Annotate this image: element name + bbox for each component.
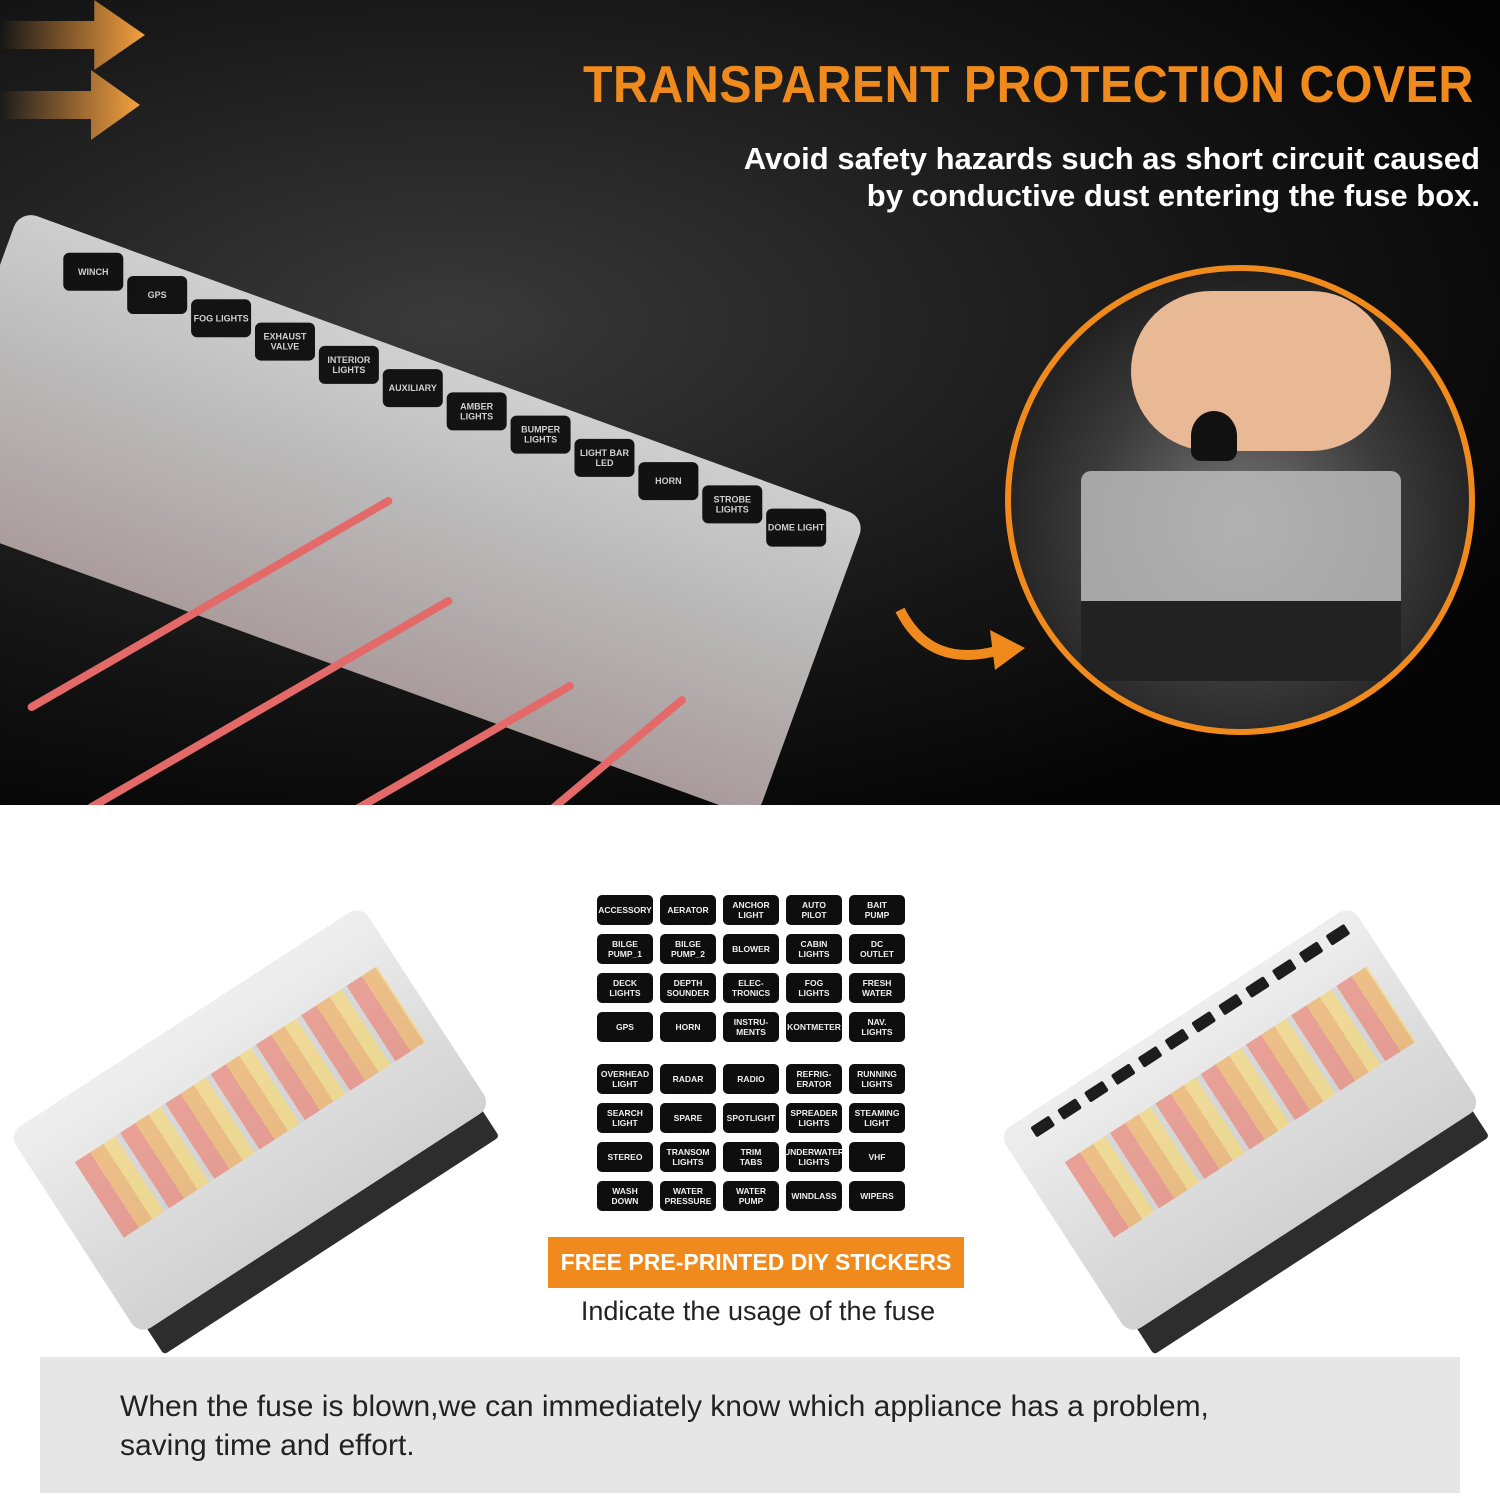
fuse-box-with-labels xyxy=(998,904,1482,1336)
sticker: RADIO xyxy=(723,1064,779,1094)
sticker: DEPTH SOUNDER xyxy=(660,973,716,1003)
curved-arrow-icon xyxy=(895,607,1025,670)
sticker: RUNNING LIGHTS xyxy=(849,1064,905,1094)
fuse-box-without-labels xyxy=(8,904,492,1336)
fuse-label: DOME LIGHT xyxy=(766,508,827,547)
fuse-label: LIGHT BAR LED xyxy=(574,438,635,477)
fuse-label: INTERIOR LIGHTS xyxy=(318,345,379,384)
sticker: SPREADER LIGHTS xyxy=(786,1103,842,1133)
sticker: ACCESSORY xyxy=(597,895,653,925)
fuses xyxy=(1064,966,1416,1238)
subtitle-line: by conductive dust entering the fuse box… xyxy=(866,178,1480,213)
sticker: SPARE xyxy=(660,1103,716,1133)
finger xyxy=(1131,291,1391,451)
sticker: WATER PUMP xyxy=(723,1181,779,1211)
sticker: WIPERS xyxy=(849,1181,905,1211)
sticker: WATER PRESSURE xyxy=(660,1181,716,1211)
sticker: RADAR xyxy=(660,1064,716,1094)
sticker: WASH DOWN xyxy=(597,1181,653,1211)
sheet-gap xyxy=(597,1051,905,1055)
footer-line: When the fuse is blown,we can immediatel… xyxy=(120,1390,1209,1423)
subtitle: Avoid safety hazards such as short circu… xyxy=(744,140,1480,214)
fuse-label: EXHAUST VALVE xyxy=(254,322,315,361)
subtitle-line: Avoid safety hazards such as short circu… xyxy=(743,141,1480,176)
fuse-label: FOG LIGHTS xyxy=(191,299,252,338)
sticker: BILGE PUMP_1 xyxy=(597,934,653,964)
sticker: REFRIG- ERATOR xyxy=(786,1064,842,1094)
fuse-label: STROBE LIGHTS xyxy=(702,485,763,524)
sticker: SEARCH LIGHT xyxy=(597,1103,653,1133)
sticker: DC OUTLET xyxy=(849,934,905,964)
fuse-label: AUXILIARY xyxy=(382,369,443,408)
sticker: DECK LIGHTS xyxy=(597,973,653,1003)
cover-closeup-inset xyxy=(1005,265,1475,735)
sticker: BAIT PUMP xyxy=(849,895,905,925)
sticker: BILGE PUMP_2 xyxy=(660,934,716,964)
sticker-caption: Indicate the usage of the fuse xyxy=(580,1296,936,1326)
sticker: AERATOR xyxy=(660,895,716,925)
fuse-label: WINCH xyxy=(63,252,124,291)
sticker: ELEC- TRONICS xyxy=(723,973,779,1003)
footer-band: When the fuse is blown,we can immediatel… xyxy=(40,1357,1460,1493)
sticker: ANCHOR LIGHT xyxy=(723,895,779,925)
sticker: SPOTLIGHT xyxy=(723,1103,779,1133)
sticker: NAV. LIGHTS xyxy=(849,1012,905,1042)
sticker: FRESH WATER xyxy=(849,973,905,1003)
fuse-label: GPS xyxy=(127,276,188,315)
base-closeup xyxy=(1081,601,1401,681)
footer-text: When the fuse is blown,we can immediatel… xyxy=(120,1387,1420,1465)
sticker: CABIN LIGHTS xyxy=(786,934,842,964)
sticker: OVERHEAD LIGHT xyxy=(597,1064,653,1094)
fuse-label: AMBER LIGHTS xyxy=(446,392,507,431)
sticker: VHF xyxy=(849,1142,905,1172)
sticker: STEREO xyxy=(597,1142,653,1172)
fuse-label: HORN xyxy=(638,462,699,501)
sticker: HORN xyxy=(660,1012,716,1042)
sticker: TRANSOM LIGHTS xyxy=(660,1142,716,1172)
sticker: INSTRU- MENTS xyxy=(723,1012,779,1042)
sticker-banner: FREE PRE-PRINTED DIY STICKERS xyxy=(548,1237,964,1288)
sticker: WINDLASS xyxy=(786,1181,842,1211)
headline: TRANSPARENT PROTECTION COVER xyxy=(583,56,1474,114)
cap-nut xyxy=(1191,411,1237,461)
fuse-label: BUMPER LIGHTS xyxy=(510,415,571,454)
sticker: GPS xyxy=(597,1012,653,1042)
footer-line: saving time and effort. xyxy=(120,1429,415,1462)
sticker: BLOWER xyxy=(723,934,779,964)
sticker: FOG LIGHTS xyxy=(786,973,842,1003)
sticker: AUTO PILOT xyxy=(786,895,842,925)
fuses xyxy=(74,966,426,1238)
sticker: TRIM TABS xyxy=(723,1142,779,1172)
sticker: STEAMING LIGHT xyxy=(849,1103,905,1133)
sticker: KONTMETER xyxy=(786,1012,842,1042)
sticker: UNDERWATER LIGHTS xyxy=(784,1142,844,1172)
